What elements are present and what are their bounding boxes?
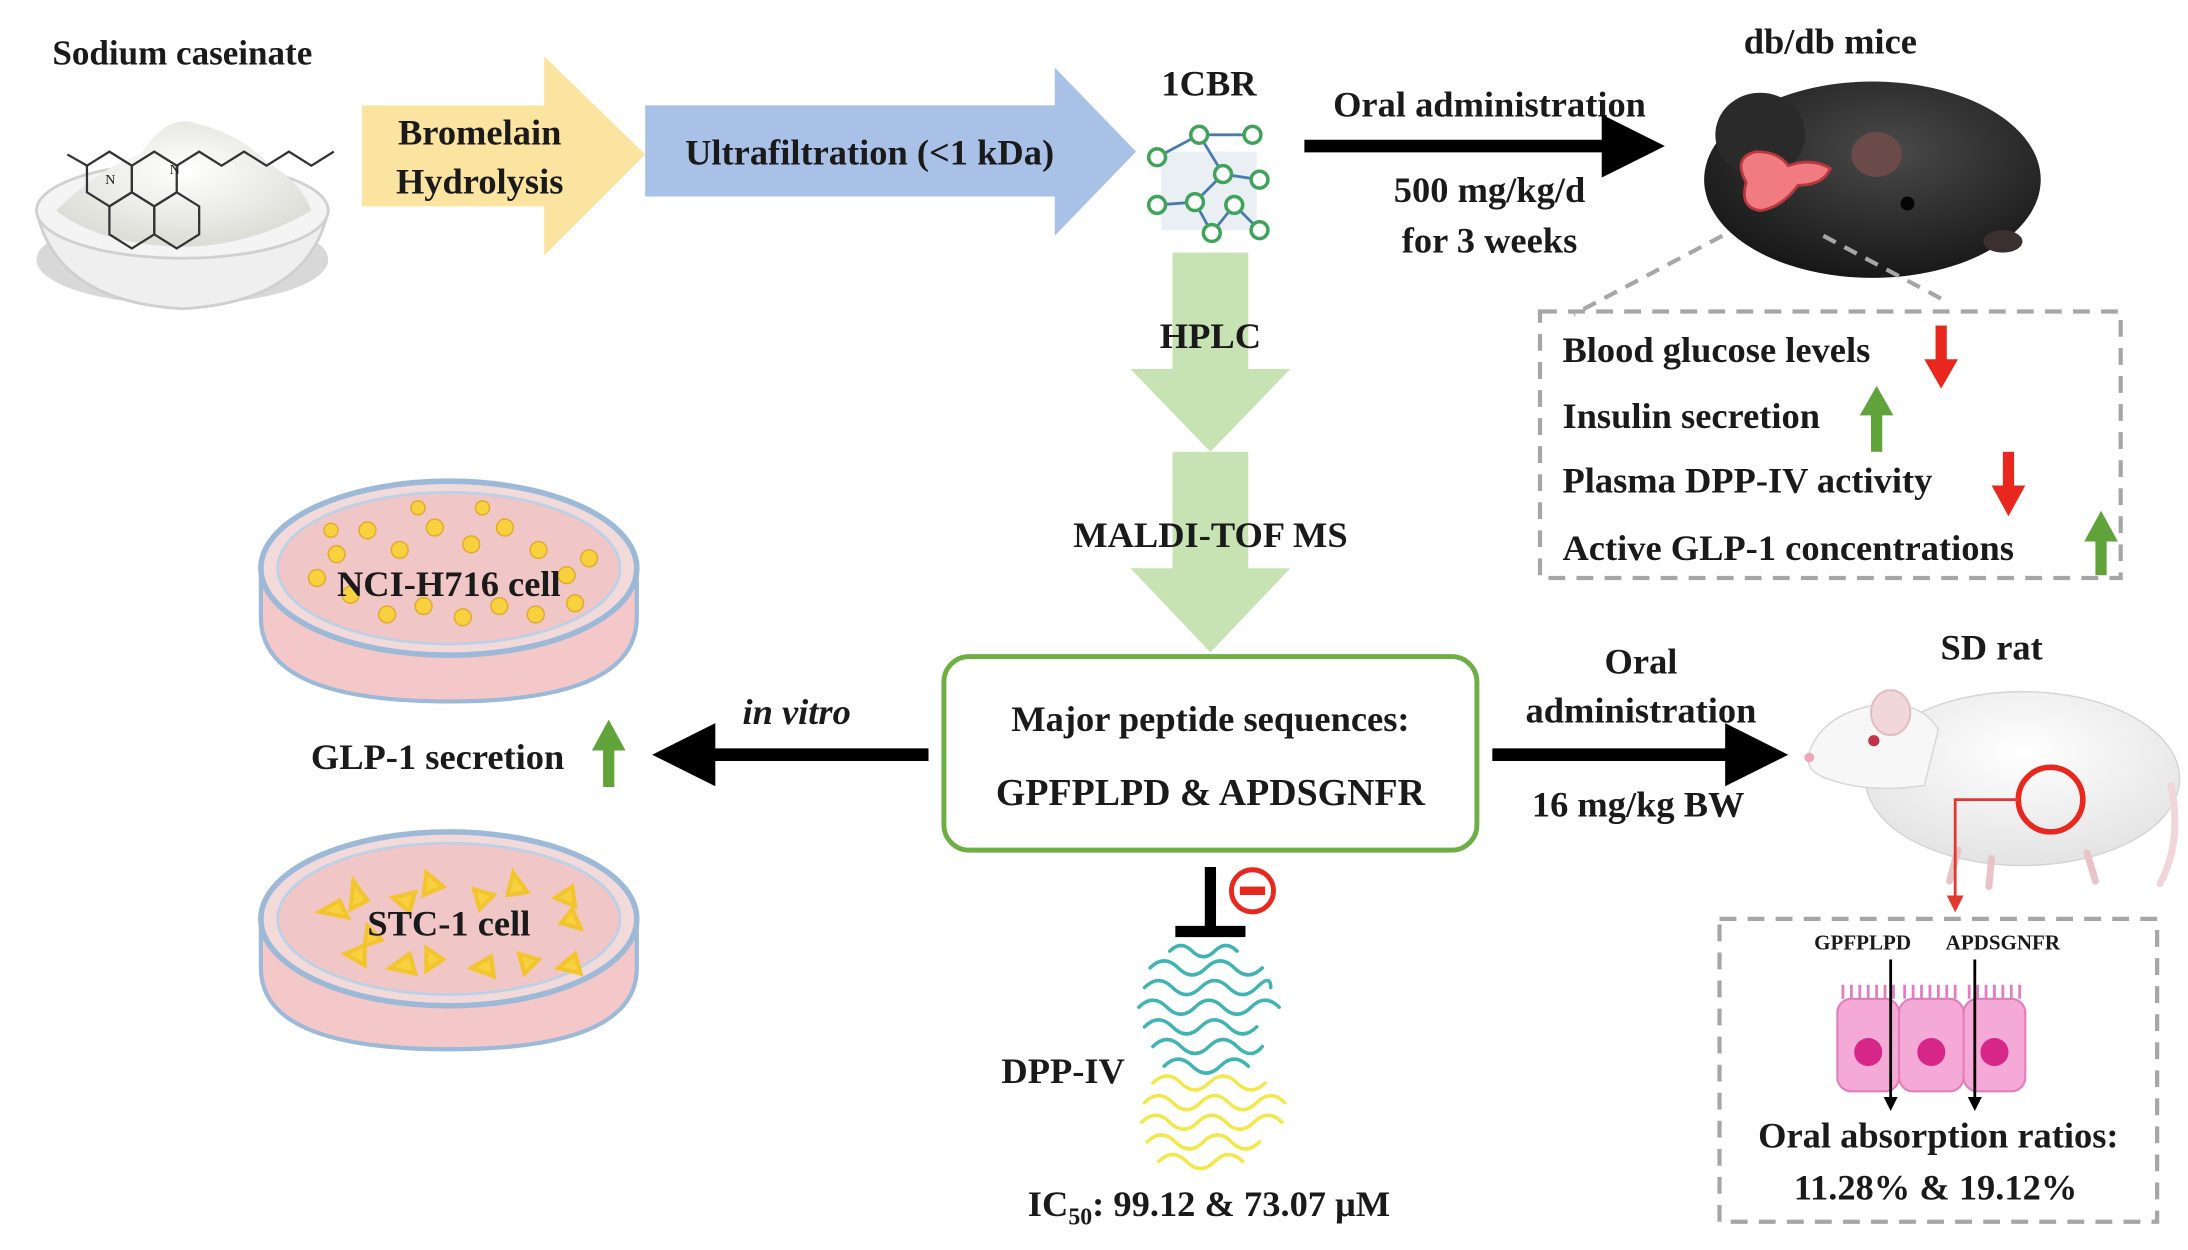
zoom-line-left [1572,233,1724,317]
svg-text:N: N [105,173,115,188]
ultrafiltration-label: Ultrafiltration (<1 kDa) [685,132,1054,172]
ic50-values: : 99.12 & 73.07 μM [1092,1184,1390,1224]
dpp-iv-protein-image [1137,943,1287,1171]
inhibition-symbol [1175,866,1246,938]
effect-dpp-iv: Plasma DPP-IV activity [1562,460,1932,500]
oral-mice-dose-line1: 500 mg/kg/d [1394,170,1585,210]
effect-glp1: Active GLP-1 concentrations [1562,528,2014,568]
absorption-values: 11.28% & 19.12% [1794,1167,2078,1207]
zoom-line-right [1822,233,1951,305]
ic50-prefix: IC [1028,1184,1069,1224]
ultrafiltration-arrow [645,67,1137,236]
hydrolysis-label-line1: Bromelain [398,113,561,153]
mice-label: db/db mice [1744,21,1917,61]
mice-effects-box [1537,309,2123,581]
oral-mice-title: Oral administration [1333,85,1646,125]
petri-dish-stc-1 [258,829,640,1052]
effect-blood-glucose: Blood glucose levels [1562,330,1870,370]
callout-line [1946,798,2020,913]
absorption-title: Oral absorption ratios: [1758,1115,2118,1155]
svg-text:N: N [170,163,180,178]
maldi-arrow [1130,451,1291,653]
cell-label-nci-h716: NCI-H716 cell [337,564,561,604]
absorption-box [1717,916,2160,1224]
ic50-text: IC50: 99.12 & 73.07 μM [1028,1184,1390,1230]
fraction-label: 1CBR [1161,64,1257,104]
cell-label-stc-1: STC-1 cell [367,904,530,944]
dpp-iv-label: DPP-IV [1001,1051,1125,1091]
peptide-network-icon [1146,124,1270,244]
up-arrow-icon [1859,385,1894,452]
oral-rat-dose: 16 mg/kg BW [1532,784,1745,824]
hplc-arrow [1130,252,1291,452]
absorption-peptide-1: GPFPLPD [1814,931,1911,955]
hydrolysis-label-line2: Hydrolysis [396,162,563,202]
absorption-peptide-2: APDSGNFR [1946,931,2061,955]
enterocyte-layer-image [1836,984,2027,1093]
up-arrow-icon [591,719,626,787]
oral-rat-line1: Oral [1605,641,1678,681]
petri-dish-nci-h716 [258,478,640,704]
peptide-heading: Major peptide sequences: [1011,699,1409,739]
oral-mice-dose-line2: for 3 weeks [1402,221,1577,261]
effect-insulin: Insulin secretion [1562,396,1820,436]
oral-rat-line2: administration [1526,690,1757,730]
up-arrow-icon [2084,510,2118,576]
sd-rat-image [1804,689,2181,891]
down-arrow-icon [1924,325,1958,389]
rat-label: SD rat [1941,627,2043,667]
source-label: Sodium caseinate [52,34,312,73]
minus-circle-icon [1228,867,1276,915]
down-arrow-icon [1991,451,2026,517]
hplc-label: HPLC [1160,316,1261,356]
bromelain-arrow [361,56,646,256]
db-db-mouse-image [1704,81,2041,278]
in-vitro-label: in vitro [742,692,850,732]
powder-bowl-image: N N [34,121,335,311]
peptide-box [941,654,1480,853]
glp1-secretion-label: GLP-1 secretion [311,737,564,777]
maldi-label: MALDI-TOF MS [1073,515,1347,555]
ic50-subscript: 50 [1068,1205,1092,1231]
peptide-sequences: GPFPLPD & APDSGNFR [996,772,1426,814]
